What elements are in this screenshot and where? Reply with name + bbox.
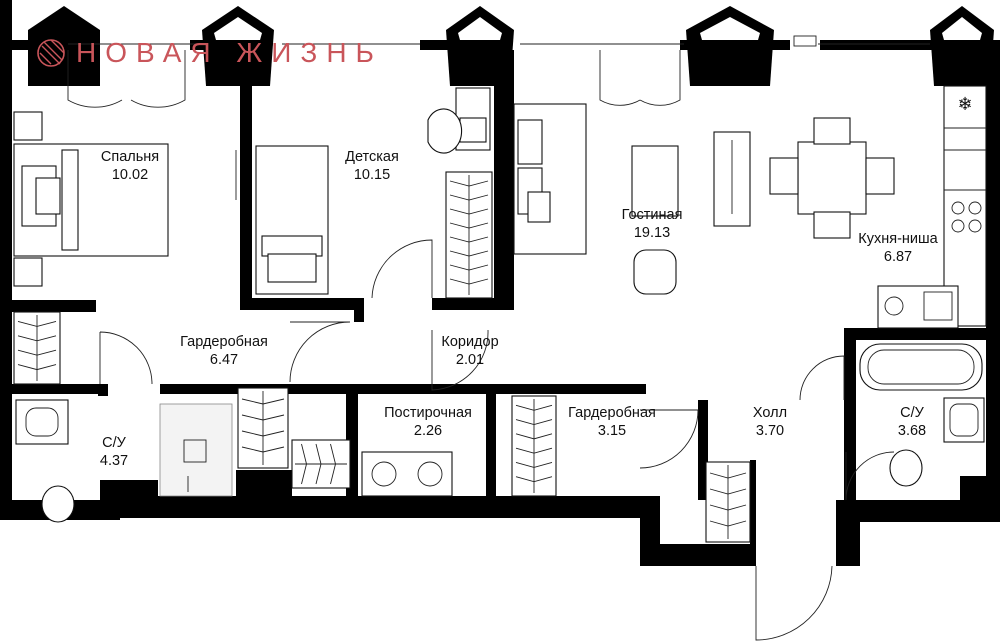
sink-icon xyxy=(884,291,953,321)
room-name: Гардеробная xyxy=(568,405,656,421)
bedroom-furniture xyxy=(13,111,169,287)
room-bedroom: Спальня 10.02 xyxy=(101,148,159,184)
brand-logo: НОВАЯ ЖИЗНЬ xyxy=(36,36,383,70)
room-name: Кухня-ниша xyxy=(858,231,938,247)
room-kids: Детская 10.15 xyxy=(345,148,399,184)
doors xyxy=(67,50,895,641)
room-area: 3.70 xyxy=(755,423,785,439)
room-area: 2.01 xyxy=(455,352,485,368)
wardrobes xyxy=(13,175,751,543)
room-kitchen: Кухня-ниша 6.87 xyxy=(858,230,937,266)
room-area: 6.87 xyxy=(883,249,913,265)
room-name: Гостиная xyxy=(621,207,683,223)
brand-name: НОВАЯ ЖИЗНЬ xyxy=(76,37,383,68)
living-furniture xyxy=(513,103,895,295)
room-bath1: С/У 4.37 xyxy=(100,434,128,470)
bay-windows xyxy=(28,6,994,86)
walls xyxy=(0,0,1000,566)
room-name: Коридор xyxy=(441,334,499,350)
bath1-fixtures xyxy=(15,399,233,523)
room-laundry: Постирочная 2.26 xyxy=(384,404,472,440)
room-area: 3.68 xyxy=(897,423,927,439)
room-living: Гостиная 19.13 xyxy=(622,206,683,242)
room-wardrobe2: Гардеробная 3.15 xyxy=(568,404,656,440)
room-name: Холл xyxy=(752,405,788,421)
room-name: Детская xyxy=(345,149,399,165)
room-area: 10.02 xyxy=(111,167,149,183)
kitchen-furniture: ❄ xyxy=(877,85,987,329)
room-wardrobe1: Гардеробная 6.47 xyxy=(180,333,268,369)
room-name: Постирочная xyxy=(384,405,472,421)
room-name: С/У xyxy=(102,435,126,451)
room-area: 3.15 xyxy=(597,423,627,439)
snowflake-icon: ❄ xyxy=(957,94,972,115)
stove-icon xyxy=(951,201,982,233)
room-name: Гардеробная xyxy=(180,334,268,350)
room-area: 19.13 xyxy=(633,225,671,241)
room-area: 10.15 xyxy=(353,167,391,183)
room-area: 4.37 xyxy=(99,453,129,469)
brand-sphere-icon xyxy=(37,39,65,67)
washer-icon xyxy=(361,451,453,497)
room-area: 2.26 xyxy=(413,423,443,439)
room-corridor: Коридор 2.01 xyxy=(441,333,498,369)
room-name: С/У xyxy=(900,405,924,421)
room-hall: Холл 3.70 xyxy=(753,404,787,440)
toilet-icon xyxy=(41,485,75,523)
bath2-fixtures xyxy=(889,397,985,487)
room-name: Спальня xyxy=(100,149,160,165)
bathtub-icon xyxy=(859,343,983,391)
svg-text:❄: ❄ xyxy=(957,94,972,115)
room-bath2: С/У 3.68 xyxy=(898,404,926,440)
shower-icon xyxy=(159,403,233,497)
room-area: 6.47 xyxy=(209,352,239,368)
